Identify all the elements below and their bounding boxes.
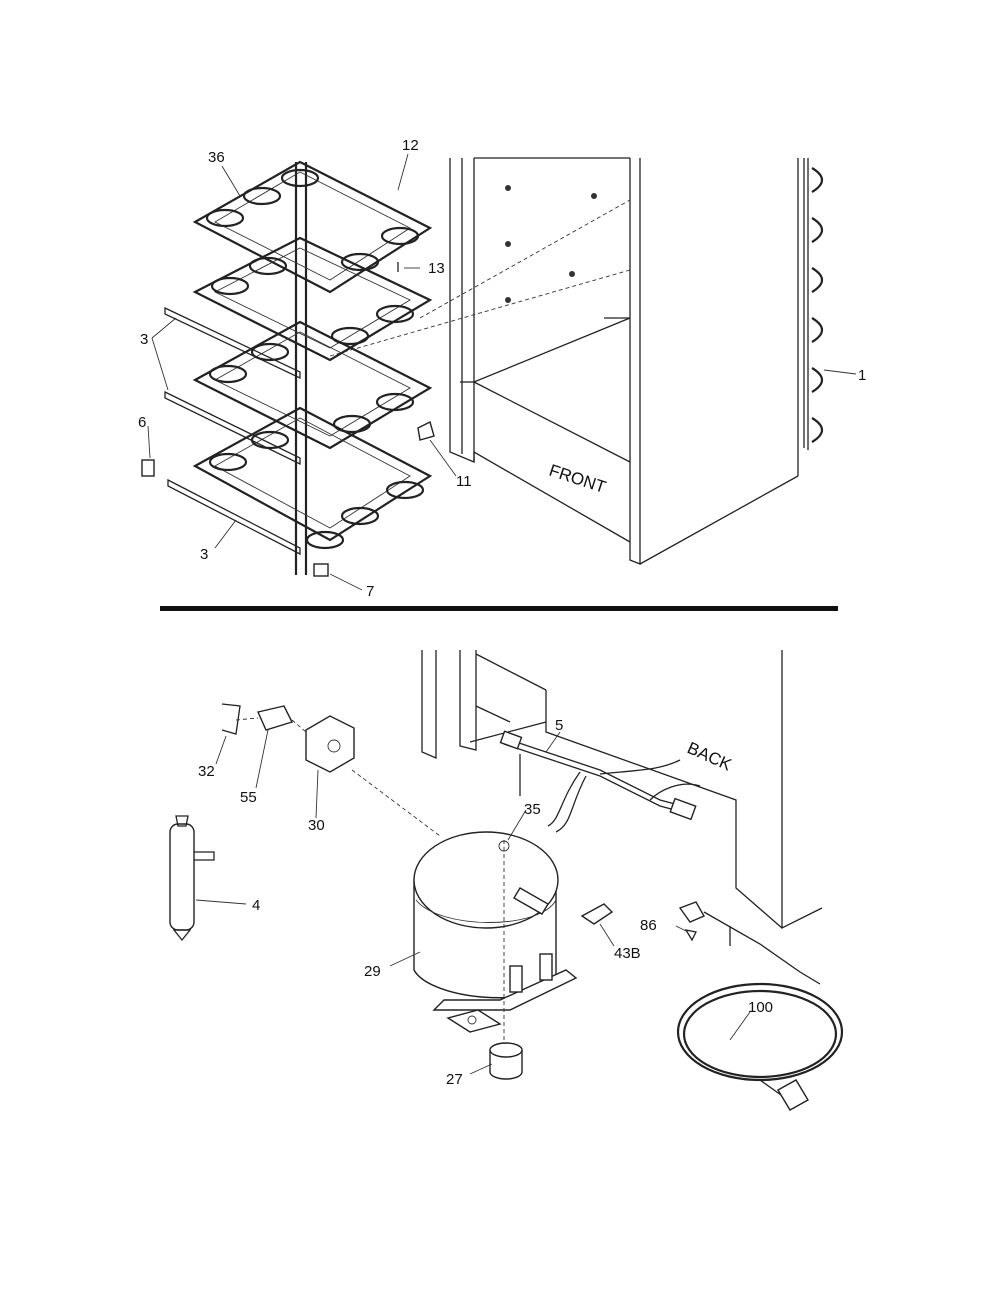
clip-part-11 xyxy=(417,420,435,441)
condenser-loops xyxy=(811,167,824,443)
clip-part-6 xyxy=(141,459,155,477)
callout-5: 5 xyxy=(555,717,563,734)
relay-cover-part-32 xyxy=(221,703,241,735)
callout-13: 13 xyxy=(428,260,445,277)
cabinet-liner-part-1: FRONT xyxy=(449,157,824,565)
callout-1: 1 xyxy=(858,367,866,384)
callout-30: 30 xyxy=(308,817,325,834)
filter-drier-part-4 xyxy=(169,815,215,942)
callout-35: 35 xyxy=(524,801,541,818)
evaporator-shelf-3 xyxy=(192,320,433,450)
clip-part-7 xyxy=(313,563,329,577)
cabinet-back-text: BACK xyxy=(684,738,735,774)
callout-27: 27 xyxy=(446,1071,463,1088)
callout-29: 29 xyxy=(364,963,381,980)
evaporator-shelf-2 xyxy=(192,236,433,362)
top-leader-lines xyxy=(147,153,857,591)
callout-36: 36 xyxy=(208,149,225,166)
section-divider xyxy=(160,606,838,611)
power-cord-part-100 xyxy=(676,901,844,1111)
wiring-harness-part-5 xyxy=(499,730,701,833)
callout-12: 12 xyxy=(402,137,419,154)
callout-4: 4 xyxy=(252,897,260,914)
evaporator-shelf-1 xyxy=(192,160,433,294)
callout-7: 7 xyxy=(366,583,374,600)
callout-86: 86 xyxy=(640,917,657,934)
compressor-part-29 xyxy=(413,831,578,1033)
callout-6: 6 xyxy=(138,414,146,431)
callout-43b: 43B xyxy=(614,945,641,962)
callout-55: 55 xyxy=(240,789,257,806)
relay-part-30 xyxy=(305,715,355,773)
callout-3-lower: 3 xyxy=(200,546,208,563)
evaporator-shelf-4 xyxy=(192,406,433,550)
cabinet-front-text: FRONT xyxy=(547,461,609,497)
grommet-part-27 xyxy=(489,1042,523,1080)
callout-100: 100 xyxy=(748,999,773,1016)
evaporator-shelf-assembly xyxy=(141,160,435,577)
callout-11: 11 xyxy=(456,473,472,490)
bottom-leader-lines xyxy=(195,729,751,1075)
bracket-part-43b xyxy=(580,903,614,925)
overload-protector-part-55 xyxy=(257,705,293,731)
callout-32: 32 xyxy=(198,763,215,780)
screw-part-86 xyxy=(684,929,697,942)
shelf-support-rail xyxy=(164,306,301,556)
callout-3-upper: 3 xyxy=(140,331,148,348)
